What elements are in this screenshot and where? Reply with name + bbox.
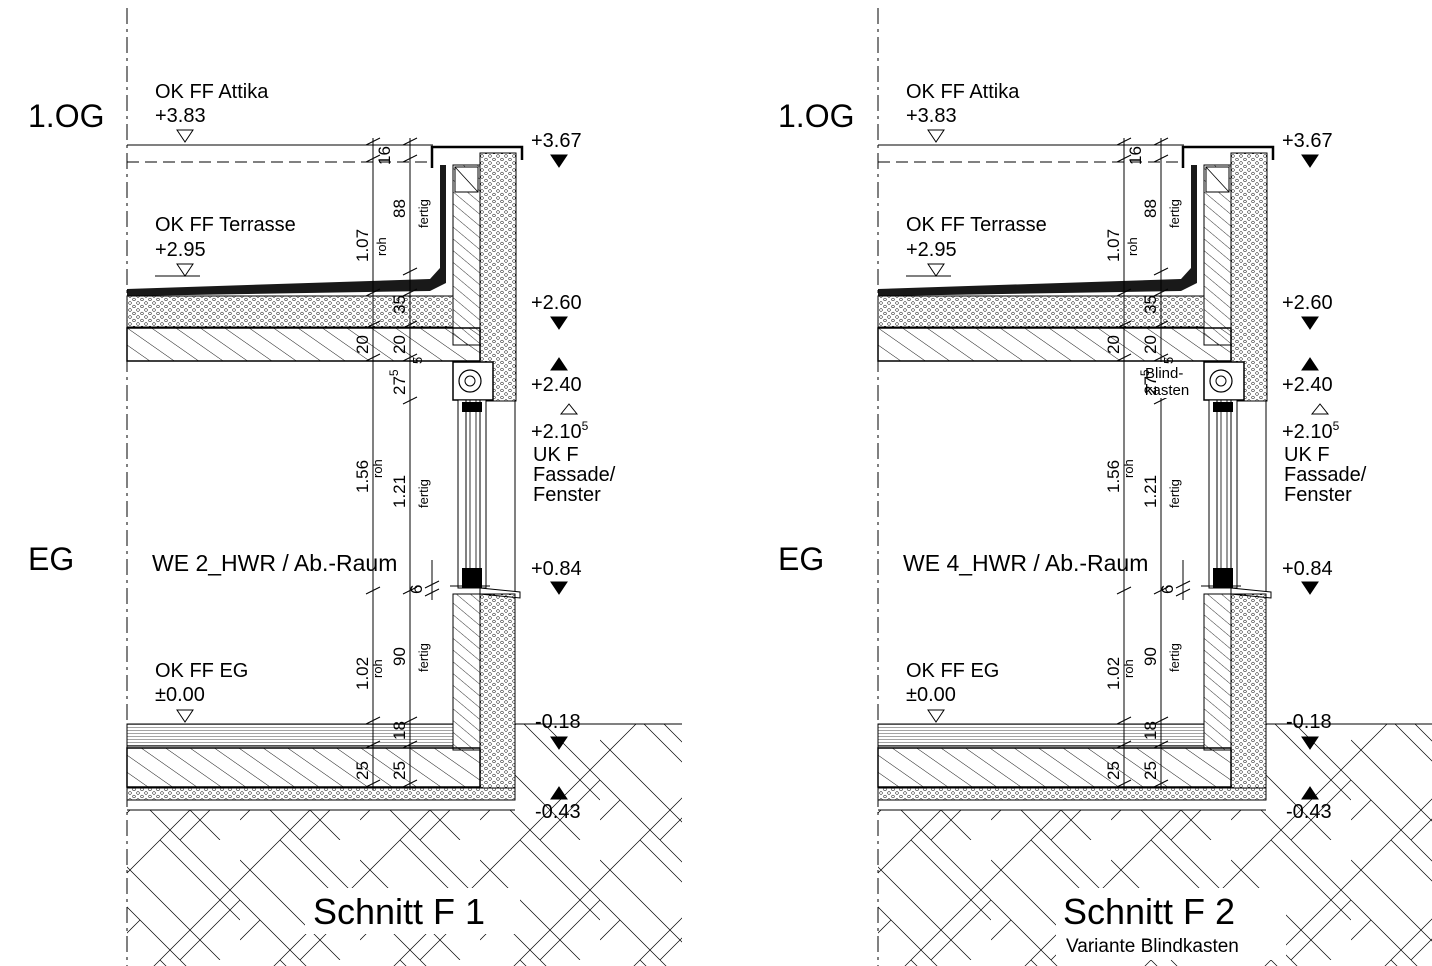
section-subtitle: Variante Blindkasten [1066,936,1239,957]
elevation-240: +2.40 [531,374,582,396]
uk-label-line3: Fenster [1284,484,1352,506]
elevation-084: +0.84 [1282,558,1333,580]
dim-90: 90 [390,647,409,666]
elevation-210: +2.105 [531,419,589,443]
dim-fertig-mid: fertig [1167,479,1182,508]
dim-roh-top: roh [1125,237,1140,256]
dim-fertig-top: fertig [416,199,431,228]
dim-27: 275 [1138,369,1160,395]
dim-roh-mid: roh [370,459,385,478]
elevation-367: +3.67 [1282,130,1333,152]
section-title: Schnitt F 2 [1063,891,1235,932]
ok-eg-value: ±0.00 [155,684,205,706]
dim-25-roh: 25 [1104,761,1123,780]
elevation-367: +3.67 [531,130,582,152]
dim-fertig-low: fertig [416,643,431,672]
dim-121: 1.21 [390,475,409,508]
dim-roh-low: roh [370,659,385,678]
ok-eg-value: ±0.00 [906,684,956,706]
elevation-260: +2.60 [531,292,582,314]
elevation-084: +0.84 [531,558,582,580]
dim-5: 5 [1161,357,1176,364]
dim-roh-mid: roh [1121,459,1136,478]
elevation-210: +2.105 [1282,419,1340,443]
dim-35: 35 [390,295,409,314]
section-f2: 1.OG EG OK FF Attika +3.83 OK FF Terrass… [778,6,1432,966]
dim-20-fertig: 20 [1141,335,1160,354]
room-name: WE 2_HWR / Ab.-Raum [152,550,397,576]
ok-terrasse-label: OK FF Terrasse [155,214,296,236]
dim-156: 1.56 [1104,460,1123,493]
ok-eg-label: OK FF EG [155,660,248,682]
blindkasten-label-line2: kasten [1145,382,1189,399]
dim-35: 35 [1141,295,1160,314]
dim-18: 18 [390,721,409,740]
blindkasten-label-backdrop [1141,362,1199,398]
dim-107: 1.07 [353,229,372,262]
dim-20-roh: 20 [1104,335,1123,354]
uk-label-line1: UK F [533,444,579,466]
blindkasten-label-line1: Blind- [1145,365,1183,382]
room-name: WE 4_HWR / Ab.-Raum [903,550,1148,576]
dim-5: 5 [410,357,425,364]
elevation-018: -0.18 [1286,711,1332,733]
dim-roh-low: roh [1121,659,1136,678]
elevation-018: -0.18 [535,711,581,733]
dim-16: 16 [1126,146,1145,165]
dim-25-roh: 25 [353,761,372,780]
dim-90: 90 [1141,647,1160,666]
dim-102: 1.02 [1104,657,1123,690]
dim-121: 1.21 [1141,475,1160,508]
dim-107: 1.07 [1104,229,1123,262]
level-eg-label: EG [778,541,824,577]
title-backdrop [305,888,520,934]
ok-attika-value: +3.83 [155,105,206,127]
dim-88: 88 [1141,199,1160,218]
dim-88: 88 [390,199,409,218]
dim-20-roh: 20 [353,335,372,354]
dim-102: 1.02 [353,657,372,690]
elevation-240: +2.40 [1282,374,1333,396]
uk-label-line2: Fassade/ [1284,464,1367,486]
dim-fertig-mid: fertig [416,479,431,508]
dim-27: 275 [387,369,409,395]
ok-attika-label: OK FF Attika [906,81,1020,103]
level-1og-label: 1.OG [28,98,104,134]
dim-6: 6 [1158,585,1177,594]
ok-terrasse-label: OK FF Terrasse [906,214,1047,236]
dim-16: 16 [375,146,394,165]
dim-6: 6 [407,585,426,594]
dim-roh-top: roh [374,237,389,256]
level-1og-label: 1.OG [778,98,854,134]
ok-terrasse-value: +2.95 [906,239,957,261]
section-title: Schnitt F 1 [313,891,485,932]
ok-eg-label: OK FF EG [906,660,999,682]
section-f1: 1.OG EG OK FF Attika +3.83 OK FF Terrass… [28,6,684,966]
elevation-043: -0.43 [535,801,581,823]
title-backdrop [1056,888,1286,960]
elevation-043: -0.43 [1286,801,1332,823]
ok-terrasse-value: +2.95 [155,239,206,261]
dim-25-fertig: 25 [1141,761,1160,780]
uk-label-line2: Fassade/ [533,464,616,486]
uk-label-line1: UK F [1284,444,1330,466]
level-eg-label: EG [28,541,74,577]
dim-20-fertig: 20 [390,335,409,354]
dim-fertig-top: fertig [1167,199,1182,228]
dim-156: 1.56 [353,460,372,493]
elevation-260: +2.60 [1282,292,1333,314]
uk-label-line3: Fenster [533,484,601,506]
dim-fertig-low: fertig [1167,643,1182,672]
dim-25-fertig: 25 [390,761,409,780]
ok-attika-label: OK FF Attika [155,81,269,103]
ok-attika-value: +3.83 [906,105,957,127]
dim-18: 18 [1141,721,1160,740]
